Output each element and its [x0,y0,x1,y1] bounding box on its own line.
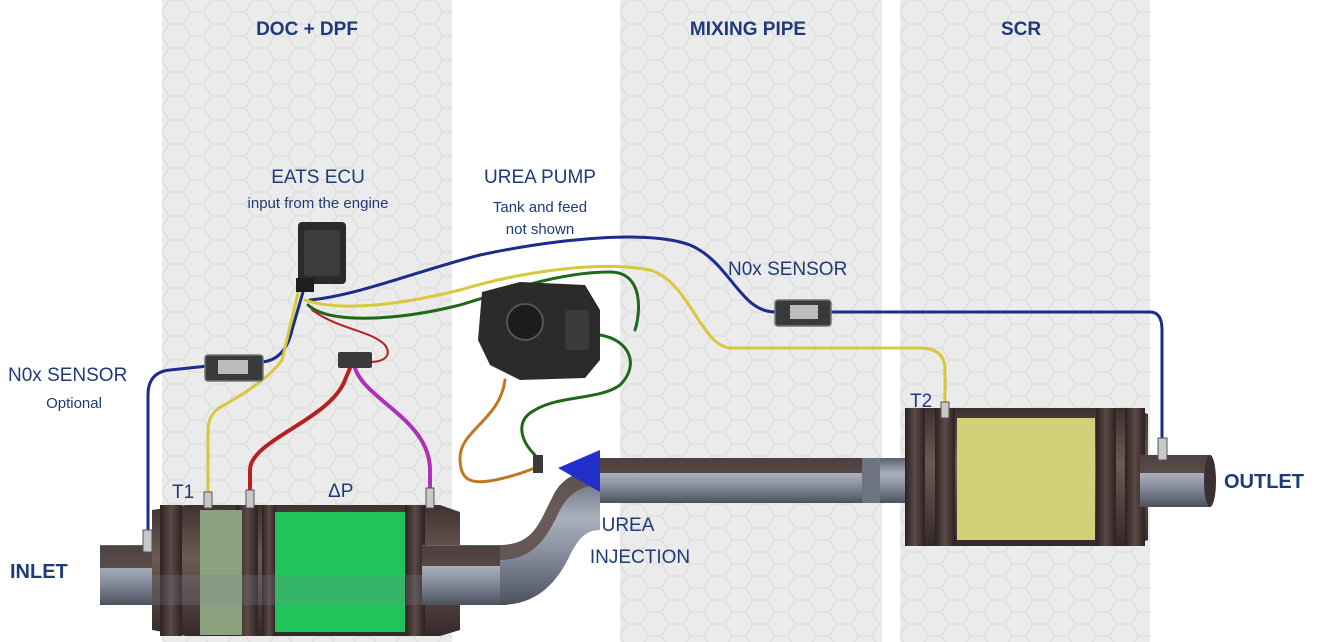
wire-nox-scr [308,235,777,314]
scr-housing [905,408,1148,546]
nox-sensor-inlet-label: N0x SENSOR [8,365,128,386]
doc-dpf-housing [152,505,460,636]
pump-sublabel-1: Tank and feed [492,199,588,216]
urea-line [458,378,542,484]
delta-p-sensor [338,352,372,368]
doc-substrate [200,510,242,635]
probes [142,401,1168,553]
t2-label: T2 [910,391,933,412]
zone-title-scr: SCR [1000,19,1042,40]
outlet-pipe [1140,455,1216,507]
urea-pump [478,282,600,380]
wire-nox-inlet [146,364,210,537]
nox-sensor-inlet-module [204,354,264,382]
urea-injection-label-1: UREA [601,515,655,536]
wire-t1 [206,283,302,507]
pump-sublabel-2: not shown [505,221,575,238]
urea-injection-cone [558,450,600,492]
inlet-label: INLET [10,561,68,583]
delta-p-label: ΔP [328,481,354,502]
ecu-sublabel: input from the engine [247,195,389,212]
urea-injection-label-2: INJECTION [589,547,691,568]
wiring [146,235,1164,537]
wire-t2 [303,264,947,407]
outlet-label: OUTLET [1224,471,1304,493]
nox-sensor-inlet-sublabel: Optional [46,395,102,412]
wire-dp-upstream [248,366,352,507]
zone-mixing-pipe [620,0,882,642]
nox-sensor-scr-module [774,299,832,327]
nox-sensor-scr-label: N0x SENSOR [728,259,848,280]
ecu-label: EATS ECU [271,167,365,188]
dpf-substrate [275,512,405,632]
zone-title-mixing-pipe: MIXING PIPE [689,19,807,40]
pump-label: UREA PUMP [484,167,596,188]
eats-ecu [296,222,346,292]
t1-label: T1 [172,482,195,503]
mixing-pipe [422,450,910,605]
zone-title-doc-dpf: DOC + DPF [256,19,358,40]
scr-substrate [957,418,1095,540]
wire-dp-downstream [353,366,432,502]
